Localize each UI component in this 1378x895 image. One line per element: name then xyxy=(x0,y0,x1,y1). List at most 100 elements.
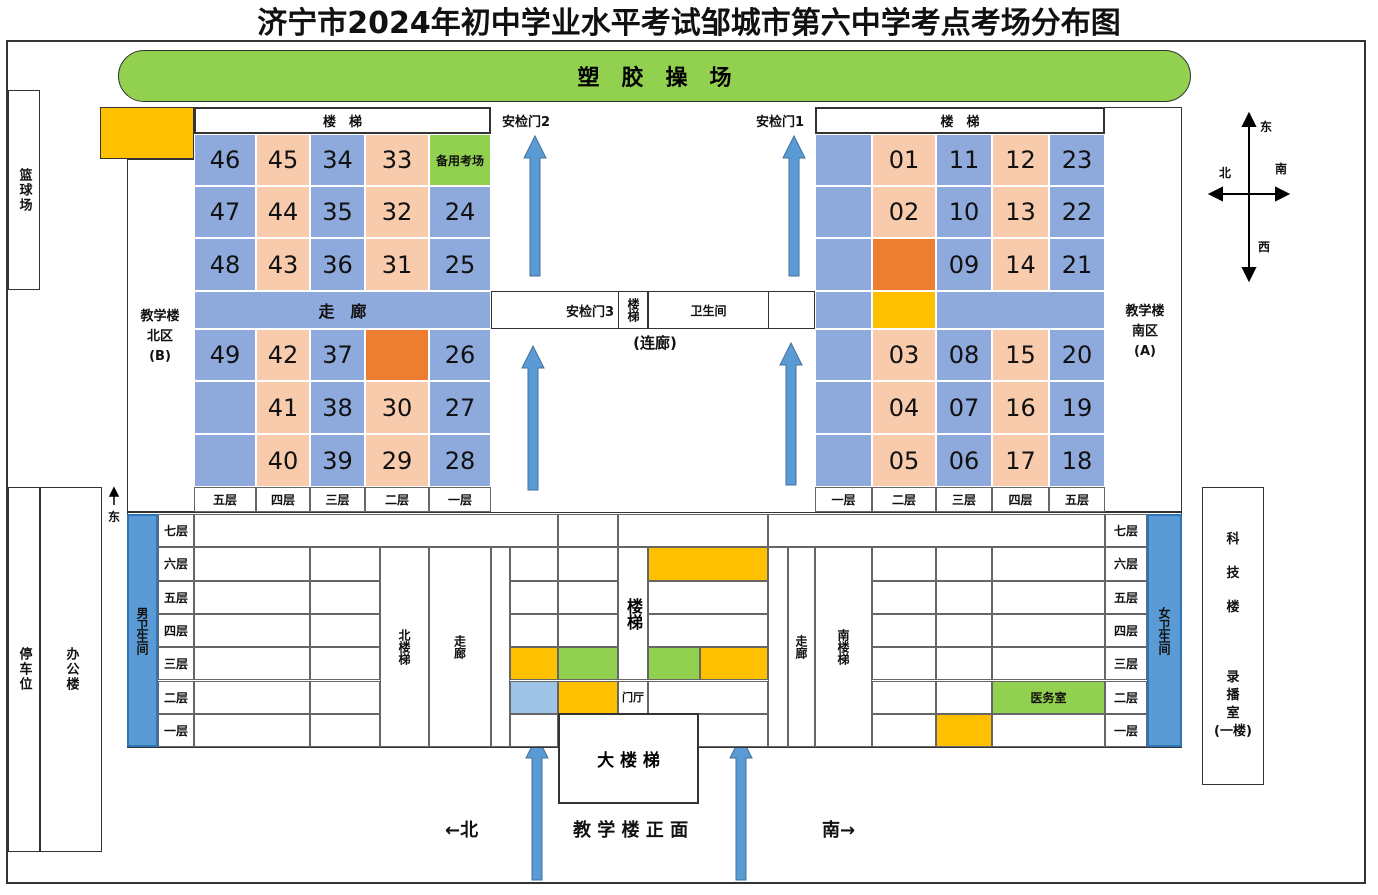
south-building-line: (A) xyxy=(1134,344,1156,359)
exam-room: 47 xyxy=(194,186,256,238)
exam-room: 39 xyxy=(310,434,365,487)
exam-room: 19 xyxy=(1049,381,1105,434)
special-room-lightblue xyxy=(510,680,558,714)
east-arrow-icon xyxy=(108,486,120,505)
office-label: 办公楼 xyxy=(63,647,79,692)
classroom xyxy=(992,613,1105,648)
special-room-yellow xyxy=(700,647,768,681)
grand-staircase-label: 大 楼 梯 xyxy=(597,751,660,771)
floor-label: 五层 xyxy=(1049,487,1105,512)
backup-exam-room: 备用考场 xyxy=(429,134,491,186)
floor-label: 五层 xyxy=(158,580,194,614)
exam-room: 30 xyxy=(365,381,429,434)
classroom xyxy=(872,647,936,681)
exam-room: 38 xyxy=(310,381,365,434)
classroom xyxy=(194,680,310,714)
floor-label: 三层 xyxy=(158,647,194,681)
classroom xyxy=(310,613,380,648)
classroom xyxy=(558,580,618,614)
classroom xyxy=(648,680,768,714)
exam-room: 31 xyxy=(365,238,429,291)
compass-east: 东 xyxy=(1260,120,1273,134)
walkway-label: 走廊 xyxy=(452,635,467,660)
classroom xyxy=(194,613,310,648)
north-stairs-label: 北楼梯 xyxy=(397,629,411,666)
science-char: 技 xyxy=(1226,566,1240,581)
exam-room: 17 xyxy=(992,434,1049,487)
floor-label: 二层 xyxy=(872,487,936,512)
walkway-label: 走廊 xyxy=(794,635,808,660)
exam-room: 03 xyxy=(872,329,936,381)
exam-room: 02 xyxy=(872,186,936,238)
exam-room xyxy=(815,434,872,487)
exam-room: 13 xyxy=(992,186,1049,238)
classroom xyxy=(992,713,1105,748)
exam-room: 16 xyxy=(992,381,1049,434)
exam-room xyxy=(815,186,872,238)
south-building-line: 教学楼 xyxy=(1125,304,1165,319)
exam-room: 34 xyxy=(310,134,365,186)
gate2-label: 安检门2 xyxy=(502,115,551,130)
north-building-line: (B) xyxy=(149,349,171,364)
special-room-yellow xyxy=(872,291,936,329)
female-restroom-label: 女卫生间 xyxy=(1157,606,1171,655)
exam-room: 08 xyxy=(936,329,992,381)
compass-west: 西 xyxy=(1258,240,1271,254)
arrow-up-icon xyxy=(782,134,806,277)
exam-room: 26 xyxy=(429,329,491,381)
exam-room: 29 xyxy=(365,434,429,487)
special-room-yellow xyxy=(510,647,558,681)
exam-room: 43 xyxy=(256,238,310,291)
link-corridor-label: (连廊) xyxy=(633,333,677,352)
floor-label: 三层 xyxy=(936,487,992,512)
floor-label: 四层 xyxy=(992,487,1049,512)
exam-room: 21 xyxy=(1049,238,1105,291)
exam-room: 14 xyxy=(992,238,1049,291)
link-stairs-label: 楼梯 xyxy=(626,298,640,322)
exam-room: 05 xyxy=(872,434,936,487)
divider xyxy=(491,547,510,748)
exam-room: 45 xyxy=(256,134,310,186)
classroom xyxy=(194,547,310,581)
classroom xyxy=(510,613,558,648)
exam-room: 04 xyxy=(872,381,936,434)
compass-north: 北 xyxy=(1219,166,1232,180)
exam-room xyxy=(194,381,256,434)
male-restroom-label: 男卫生间 xyxy=(135,606,149,655)
north-building-label: 教学楼 北区 (B) xyxy=(127,305,193,369)
central-stairs: 楼梯 xyxy=(618,547,648,681)
arrow-up-icon xyxy=(523,134,547,277)
floor-label: 二层 xyxy=(365,487,429,512)
exam-room: 18 xyxy=(1049,434,1105,487)
south-walkway: 走廊 xyxy=(788,547,815,748)
south-corridor xyxy=(815,291,872,329)
classroom xyxy=(558,613,618,648)
office-building: 办公楼 xyxy=(40,487,102,852)
classroom xyxy=(310,713,380,748)
classroom xyxy=(648,580,768,614)
arrow-up-icon xyxy=(729,734,753,881)
classroom xyxy=(558,514,618,548)
direction-south: 南→ xyxy=(822,820,856,841)
exam-room: 42 xyxy=(256,329,310,381)
floor-label: 五层 xyxy=(194,487,256,512)
compass-south: 南 xyxy=(1275,162,1288,176)
floor-label: 四层 xyxy=(256,487,310,512)
south-corridor xyxy=(936,291,1105,329)
clinic: 医务室 xyxy=(992,680,1105,714)
divider xyxy=(768,547,788,748)
parking-label: 停车位 xyxy=(16,647,32,692)
south-stairs-label: 南楼梯 xyxy=(836,629,850,666)
exam-room: 15 xyxy=(992,329,1049,381)
floor-label: 三层 xyxy=(1105,647,1147,681)
basketball-court: 篮球场 xyxy=(8,90,40,290)
science-char: (一楼) xyxy=(1214,724,1252,739)
exam-room: 46 xyxy=(194,134,256,186)
classroom xyxy=(194,647,310,681)
classroom xyxy=(310,647,380,681)
basketball-label: 篮球场 xyxy=(16,167,32,213)
exam-room xyxy=(365,329,429,381)
special-room-yellow xyxy=(100,107,194,159)
science-char: 室 xyxy=(1226,706,1240,721)
